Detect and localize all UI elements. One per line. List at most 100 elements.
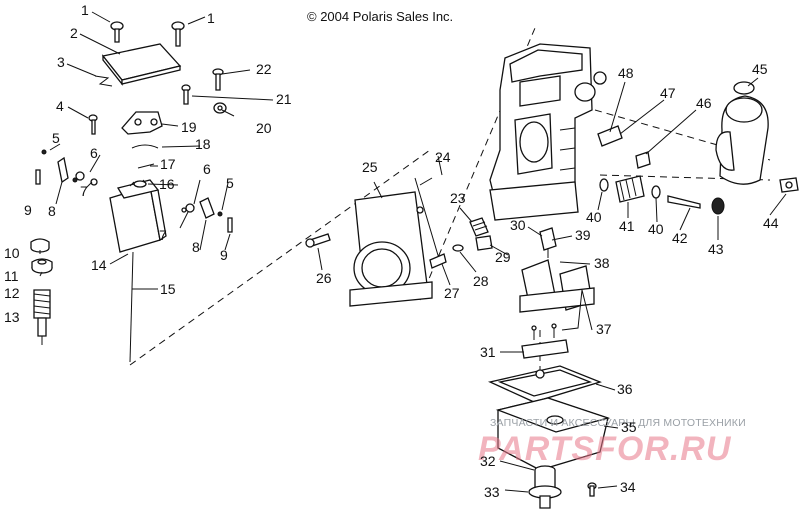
callout-48: 48 xyxy=(618,65,634,81)
callout-24: 24 xyxy=(435,149,451,165)
drain-plug-32-33 xyxy=(528,465,562,509)
callout-9b: 9 xyxy=(220,247,228,263)
callout-29: 29 xyxy=(495,249,511,265)
intake-adapter-25 xyxy=(349,191,433,307)
screw-4 xyxy=(88,114,98,135)
callout-7b: 7 xyxy=(159,227,167,243)
callout-44: 44 xyxy=(763,215,779,231)
choke-cover-45 xyxy=(715,81,769,185)
small-parts-right xyxy=(181,197,233,233)
callout-25: 25 xyxy=(362,159,378,175)
callout-40a: 40 xyxy=(586,209,602,225)
callout-32: 32 xyxy=(480,453,496,469)
washer-40-left xyxy=(599,178,609,192)
watermark-line2: PARTSFOR.RU xyxy=(478,430,732,468)
callout-10: 10 xyxy=(4,245,20,261)
screw-42 xyxy=(667,195,701,209)
guide-right-upper xyxy=(594,109,771,161)
callout-6a: 6 xyxy=(90,145,98,161)
washer-16 xyxy=(133,180,147,188)
screw-44 xyxy=(779,177,799,193)
screw-34 xyxy=(587,482,597,497)
callout-8a: 8 xyxy=(48,203,56,219)
top-cover-plate xyxy=(101,43,182,86)
callout-31: 31 xyxy=(480,344,496,360)
gasket-36 xyxy=(487,365,602,403)
needle-13 xyxy=(37,317,47,345)
screw-1-left xyxy=(110,21,124,43)
spring-29 xyxy=(475,235,493,251)
callout-6b: 6 xyxy=(203,161,211,177)
rod-15 xyxy=(129,251,134,363)
callout-28: 28 xyxy=(473,273,489,289)
pin-17 xyxy=(137,163,155,169)
callout-8b: 8 xyxy=(192,239,200,255)
bolt-26 xyxy=(305,233,331,248)
callout-43: 43 xyxy=(708,241,724,257)
callout-5a: 5 xyxy=(52,130,60,146)
callout-23: 23 xyxy=(450,190,466,206)
callout-11: 11 xyxy=(4,268,19,284)
watermark-line1: ЗАПЧАСТИ И АКСЕССУАРЫ ДЛЯ МОТОТЕХНИКИ xyxy=(490,417,746,429)
callout-27: 27 xyxy=(444,285,460,301)
nut-11 xyxy=(31,258,53,274)
callout-41: 41 xyxy=(619,218,635,234)
callout-14: 14 xyxy=(91,257,107,273)
callout-46: 46 xyxy=(696,95,712,111)
callout-35: 35 xyxy=(621,419,637,435)
carburetor-body xyxy=(489,43,607,221)
washer-40-right xyxy=(651,185,661,199)
callout-40b: 40 xyxy=(648,221,664,237)
callout-26: 26 xyxy=(316,270,332,286)
callout-22: 22 xyxy=(256,61,272,77)
copyright-text: © 2004 Polaris Sales Inc. xyxy=(307,9,453,24)
retaining-spring-3 xyxy=(94,75,113,87)
callout-3: 3 xyxy=(57,54,65,70)
callout-2: 2 xyxy=(70,25,78,41)
callout-20: 20 xyxy=(256,120,272,136)
callout-4: 4 xyxy=(56,98,64,114)
callout-5b: 5 xyxy=(226,175,234,191)
callout-30: 30 xyxy=(510,217,526,233)
callout-47: 47 xyxy=(660,85,676,101)
callout-13: 13 xyxy=(4,309,20,325)
callout-15: 15 xyxy=(160,281,176,297)
screw-23 xyxy=(469,217,489,237)
callout-34: 34 xyxy=(620,479,636,495)
rod-24-top xyxy=(437,155,443,176)
callout-38: 38 xyxy=(594,255,610,271)
rod-24 xyxy=(414,177,441,263)
callout-labels: 1 1 2 3 4 5 5 6 6 7 7 8 8 9 9 10 11 12 1… xyxy=(4,2,779,500)
callout-45: 45 xyxy=(752,61,768,77)
callout-21: 21 xyxy=(276,91,292,107)
callout-1b: 1 xyxy=(207,10,215,26)
spring-12 xyxy=(33,289,51,319)
small-parts-left xyxy=(35,149,98,186)
callout-1a: 1 xyxy=(81,2,89,18)
valve-48 xyxy=(597,125,623,147)
callout-33: 33 xyxy=(484,484,500,500)
leader-lines xyxy=(39,11,787,493)
callout-17: 17 xyxy=(160,156,176,172)
screw-1-right xyxy=(171,21,185,47)
bracket-19 xyxy=(121,111,163,135)
guide-right-lower xyxy=(599,174,771,181)
guide-left-to-bowl xyxy=(129,149,431,366)
callout-19: 19 xyxy=(181,119,197,135)
jet-30-39 xyxy=(539,227,557,258)
callout-18: 18 xyxy=(195,136,211,152)
callout-39: 39 xyxy=(575,227,591,243)
washer-28 xyxy=(452,244,464,252)
callout-16: 16 xyxy=(159,176,175,192)
screw-22 xyxy=(212,68,224,91)
clip-18 xyxy=(131,144,159,149)
float-pin-31 xyxy=(521,323,569,359)
sensor-block-14 xyxy=(109,179,167,253)
callout-12: 12 xyxy=(4,285,20,301)
clip-27 xyxy=(429,253,447,269)
callout-37: 37 xyxy=(596,321,612,337)
plunger-46 xyxy=(635,151,651,169)
callout-42: 42 xyxy=(672,230,688,246)
